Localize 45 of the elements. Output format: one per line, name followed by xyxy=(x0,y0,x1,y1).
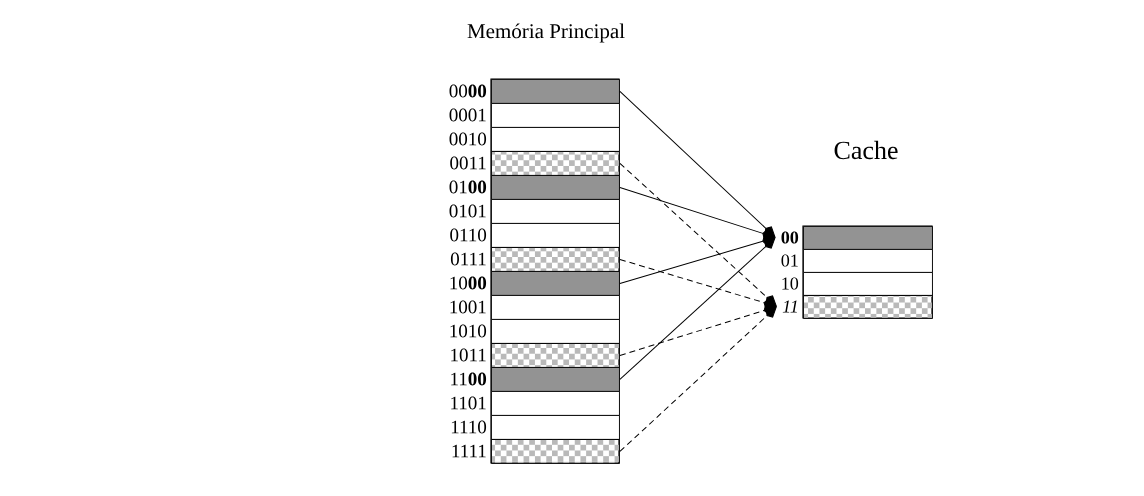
memory-row: 1111 xyxy=(452,439,620,464)
node-label: 1111 xyxy=(452,444,486,458)
memory-row: 1110 xyxy=(451,415,620,440)
memory-row: 1000 xyxy=(450,271,620,296)
arrow xyxy=(619,237,776,380)
memory-row: 1011 xyxy=(451,343,620,368)
memory-row: 0111 xyxy=(450,247,620,272)
node-label: 00 xyxy=(781,231,799,244)
node-label: 0111 xyxy=(450,252,486,266)
memory-row: 1100 xyxy=(451,367,620,392)
node-label: 1010 xyxy=(450,324,487,338)
node-label: 10 xyxy=(782,277,799,290)
node-label: Memória Principal xyxy=(467,23,625,43)
memory-row: 0000 xyxy=(449,79,620,104)
node-label: 1100 xyxy=(451,372,487,386)
node-label: 1110 xyxy=(451,420,487,434)
memory-row: 0001 xyxy=(449,103,620,128)
node-label: 0101 xyxy=(449,204,486,218)
node-label: Cache xyxy=(834,140,898,160)
node-label: 1011 xyxy=(451,348,486,362)
node-label: 11 xyxy=(782,300,797,313)
memory-row: 0110 xyxy=(450,223,620,248)
arrow xyxy=(619,186,776,240)
node-label: 1001 xyxy=(450,300,486,314)
memory-row: 0101 xyxy=(449,199,620,224)
memory-row: 1001 xyxy=(450,295,620,320)
memory-row: 0100 xyxy=(449,175,620,200)
memory-row: 00 xyxy=(781,226,933,250)
node-label: 0011 xyxy=(450,156,486,170)
memory-row: 11 xyxy=(782,295,933,319)
memory-row: 1010 xyxy=(450,319,620,344)
node-label: 0000 xyxy=(449,84,487,98)
node-label: 0001 xyxy=(449,108,486,122)
memory-row: 1101 xyxy=(451,391,620,416)
node-label: 1101 xyxy=(451,396,486,410)
node-label: 0110 xyxy=(450,228,487,242)
node-label: 0100 xyxy=(449,180,487,194)
memory-row: 10 xyxy=(782,272,933,296)
memory-row: 0010 xyxy=(449,127,620,152)
arrow xyxy=(619,306,777,452)
memory-row: 01 xyxy=(781,249,933,273)
node-label: 1000 xyxy=(450,276,487,290)
memory-row: 0011 xyxy=(450,151,620,176)
node-label: 01 xyxy=(781,254,798,267)
node-label: 0010 xyxy=(449,132,487,146)
